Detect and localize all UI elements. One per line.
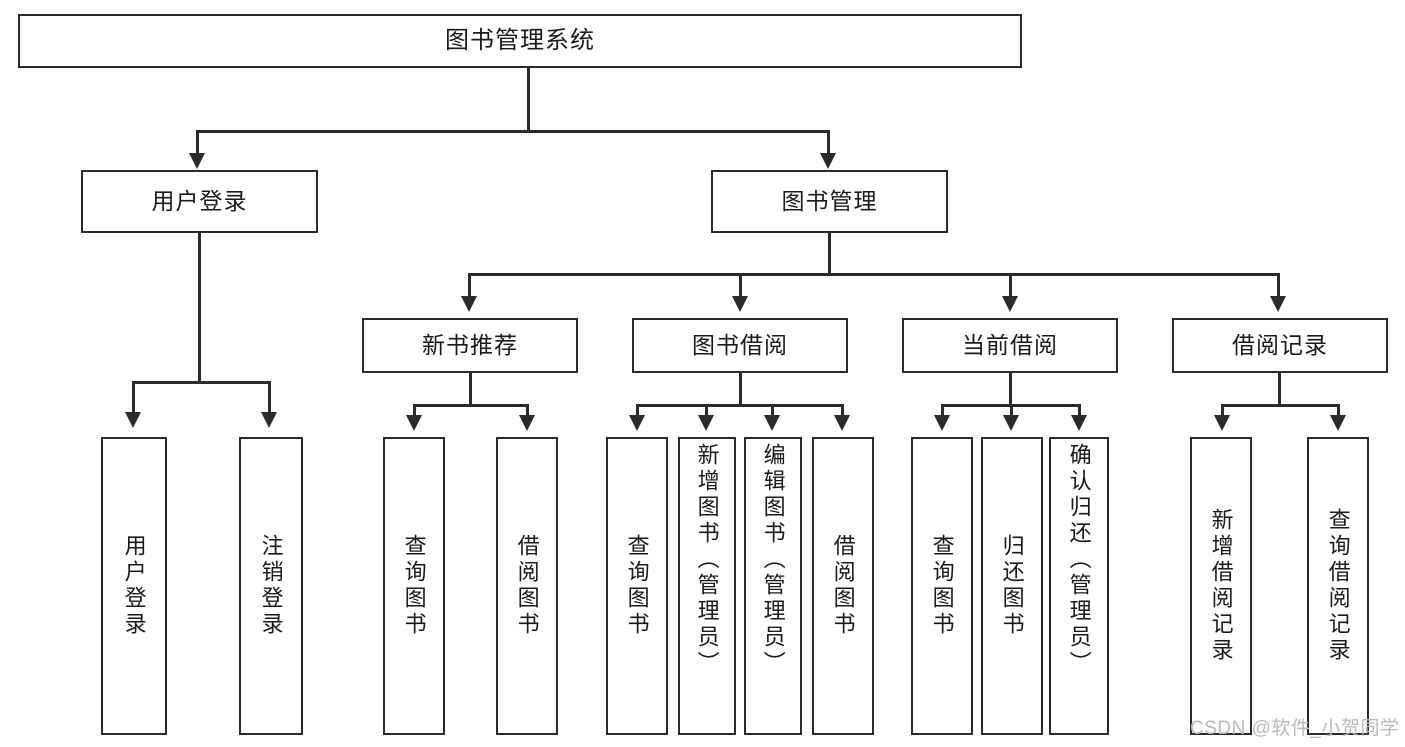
arrow-user-login-leaf-2 — [261, 412, 277, 428]
arrow-cb-leaf-2 — [1003, 415, 1019, 431]
node-book-borrow[interactable]: 图书借阅 — [632, 318, 848, 373]
arrow-bb-leaf-4 — [834, 415, 850, 431]
node-user-login[interactable]: 用户登录 — [81, 170, 318, 233]
arrow-bm-to-book-borrow — [732, 296, 748, 312]
connector-bm-drop-1 — [468, 273, 471, 298]
arrow-nbr-leaf-1 — [406, 415, 422, 431]
connector-cb-drop-3 — [1078, 404, 1081, 418]
node-current-borrow[interactable]: 当前借阅 — [902, 318, 1118, 373]
connector-br-bar — [1221, 404, 1340, 407]
connector-book-manage-bar — [468, 273, 1280, 276]
connector-br-drop-2 — [1337, 404, 1340, 418]
node-root-system[interactable]: 图书管理系统 — [18, 14, 1022, 68]
arrow-cb-leaf-3 — [1071, 415, 1087, 431]
arrow-root-to-user-login — [189, 153, 205, 169]
connector-root-bar — [196, 130, 830, 133]
node-label: 用户登录 — [151, 188, 248, 215]
arrow-root-to-book-manage — [820, 153, 836, 169]
connector-bb-drop-4 — [841, 404, 844, 418]
node-label: 归还图书 — [999, 534, 1025, 638]
connector-bb-drop-1 — [636, 404, 639, 418]
node-label: 图书管理系统 — [445, 27, 595, 55]
connector-user-login-bar — [132, 381, 270, 384]
arrow-bb-leaf-3 — [764, 415, 780, 431]
leaf-edit-book[interactable]: 编辑图书（管理员） — [744, 437, 802, 735]
leaf-user-login[interactable]: 用户登录 — [101, 437, 167, 735]
connector-cb-drop-1 — [941, 404, 944, 418]
arrow-bb-leaf-2 — [698, 415, 714, 431]
node-label: 查询借阅记录 — [1325, 508, 1351, 664]
arrow-bm-to-current-borrow — [1002, 296, 1018, 312]
connector-br-stem — [1278, 373, 1281, 404]
connector-nbr-drop-1 — [413, 404, 416, 418]
node-label: 图书借阅 — [692, 332, 788, 359]
connector-user-login-drop-2 — [268, 381, 271, 414]
connector-nbr-bar — [413, 404, 529, 407]
connector-bb-bar — [636, 404, 844, 407]
node-label: 编辑图书（管理员） — [760, 443, 786, 677]
node-label: 确认归还（管理员） — [1066, 443, 1092, 677]
arrow-br-leaf-2 — [1330, 415, 1346, 431]
connector-cb-stem — [1009, 373, 1012, 404]
connector-cb-drop-2 — [1010, 404, 1013, 418]
node-label: 图书管理 — [781, 188, 878, 215]
connector-book-manage-stem — [828, 233, 831, 273]
connector-bb-stem — [739, 373, 742, 404]
arrow-bm-to-borrow-record — [1270, 296, 1286, 312]
connector-bb-drop-2 — [705, 404, 708, 418]
arrow-bb-leaf-1 — [629, 415, 645, 431]
leaf-add-record[interactable]: 新增借阅记录 — [1190, 437, 1252, 735]
connector-bm-drop-3 — [1009, 273, 1012, 298]
arrow-cb-leaf-1 — [934, 415, 950, 431]
node-label: 借阅图书 — [830, 534, 856, 638]
node-borrow-record[interactable]: 借阅记录 — [1172, 318, 1388, 373]
node-label: 借阅图书 — [514, 534, 540, 638]
leaf-query-book-3[interactable]: 查询图书 — [911, 437, 973, 735]
connector-nbr-drop-2 — [526, 404, 529, 418]
node-label: 当前借阅 — [962, 332, 1058, 359]
node-label: 查询图书 — [624, 534, 650, 638]
connector-bb-drop-3 — [771, 404, 774, 418]
node-label: 查询图书 — [929, 534, 955, 638]
node-label: 用户登录 — [121, 534, 147, 638]
connector-user-login-stem — [198, 233, 201, 381]
arrow-nbr-leaf-2 — [519, 415, 535, 431]
connector-br-drop-1 — [1221, 404, 1224, 418]
connector-root-to-user-login — [196, 130, 199, 155]
leaf-query-book-1[interactable]: 查询图书 — [383, 437, 445, 735]
connector-root-to-book-manage — [827, 130, 830, 155]
arrow-br-leaf-1 — [1214, 415, 1230, 431]
node-label: 注销登录 — [258, 534, 284, 638]
node-label: 新增借阅记录 — [1208, 508, 1234, 664]
leaf-borrow-book-2[interactable]: 借阅图书 — [812, 437, 874, 735]
node-label: 查询图书 — [401, 534, 427, 638]
connector-user-login-drop-1 — [132, 381, 135, 414]
connector-bm-drop-4 — [1277, 273, 1280, 298]
leaf-add-book[interactable]: 新增图书（管理员） — [678, 437, 736, 735]
node-label: 新书推荐 — [422, 332, 518, 359]
node-label: 借阅记录 — [1232, 332, 1328, 359]
node-book-manage[interactable]: 图书管理 — [711, 170, 948, 233]
arrow-bm-to-new-book-rec — [461, 296, 477, 312]
node-new-book-rec[interactable]: 新书推荐 — [362, 318, 578, 373]
arrow-user-login-leaf-1 — [125, 412, 141, 428]
connector-nbr-stem — [469, 373, 472, 404]
leaf-return-book[interactable]: 归还图书 — [981, 437, 1043, 735]
leaf-query-record[interactable]: 查询借阅记录 — [1307, 437, 1369, 735]
watermark-text: CSDN @软件_小贺同学 — [1190, 718, 1400, 739]
leaf-confirm-return[interactable]: 确认归还（管理员） — [1049, 437, 1109, 735]
leaf-borrow-book-1[interactable]: 借阅图书 — [496, 437, 558, 735]
connector-root-stem — [527, 68, 530, 130]
node-label: 新增图书（管理员） — [694, 443, 720, 677]
leaf-logout[interactable]: 注销登录 — [239, 437, 303, 735]
leaf-query-book-2[interactable]: 查询图书 — [606, 437, 668, 735]
connector-bm-drop-2 — [739, 273, 742, 298]
